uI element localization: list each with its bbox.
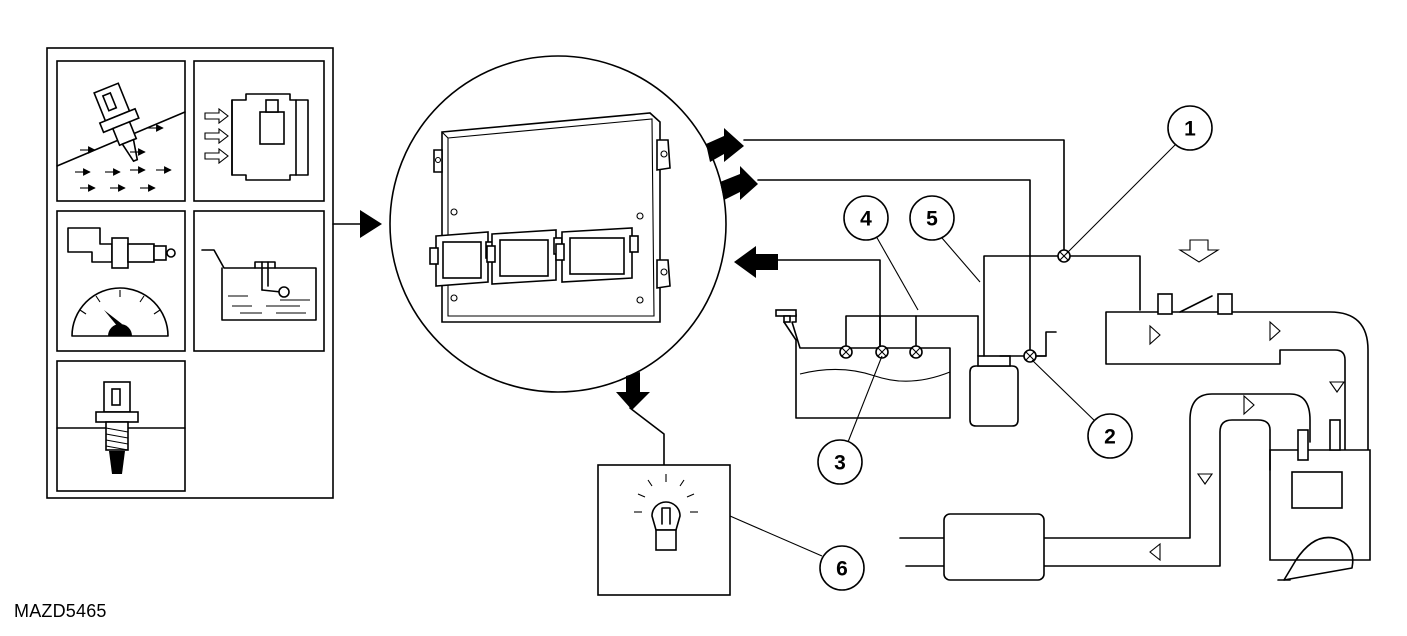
svg-text:6: 6: [836, 558, 848, 581]
svg-text:3: 3: [834, 452, 846, 475]
output-arrow-3: [616, 372, 650, 410]
svg-text:1: 1: [1184, 118, 1196, 141]
ecu-connector-1: [429, 231, 495, 287]
exhaust-icon: [899, 393, 1311, 581]
ecu-icon: [389, 55, 727, 393]
svg-text:2: 2: [1104, 426, 1116, 449]
engine-coolant-temp-sensor-icon: [56, 60, 186, 202]
output-arrow-1: [706, 128, 744, 162]
muffler-icon: [943, 513, 1045, 581]
svg-text:4: 4: [860, 208, 872, 231]
vehicle-speed-sensor-icon: [56, 210, 186, 352]
ecu-connector-3: [555, 227, 639, 283]
warning-lamp-icon: [597, 464, 731, 596]
diagram-code: MAZD5465: [14, 601, 107, 621]
canister-icon: [969, 249, 1141, 427]
fuel-tank-icon: [775, 309, 979, 419]
callout-3: 3: [817, 355, 883, 485]
fuel-level-sensor-icon: [193, 210, 325, 352]
engine-icon: [1269, 419, 1371, 581]
knock-sensor-icon: [56, 360, 186, 492]
callout-1: 1: [1065, 105, 1213, 255]
sensor-panel: [46, 47, 334, 499]
output-arrow-2: [720, 166, 758, 200]
mass-air-flow-sensor-icon: [193, 60, 325, 202]
callout-4: 4: [843, 195, 919, 311]
callout-5: 5: [909, 195, 981, 283]
intake-manifold-icon: [1105, 239, 1369, 456]
callout-6: 6: [729, 515, 865, 591]
ecu-connector-2: [486, 229, 563, 285]
callout-2: 2: [1031, 359, 1133, 459]
input-arrow: [360, 210, 382, 238]
input-arrow-2: [734, 246, 778, 278]
svg-text:5: 5: [926, 208, 938, 231]
